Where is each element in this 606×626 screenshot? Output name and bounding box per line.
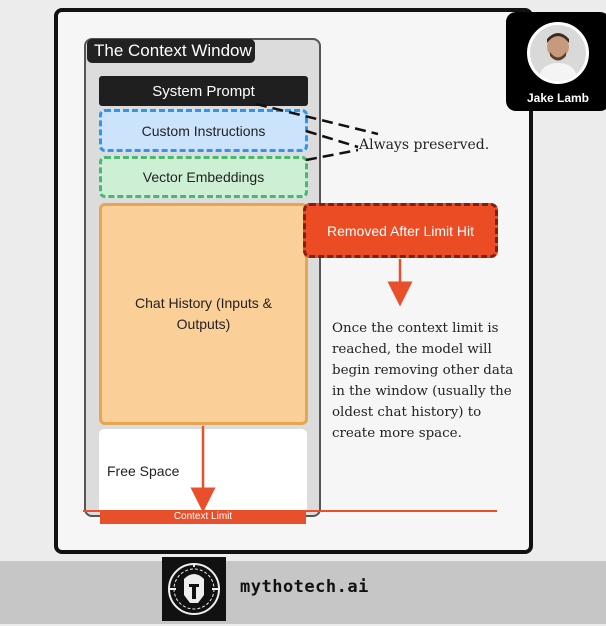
- custom-instructions-block: Custom Instructions: [99, 109, 308, 152]
- footer-band: [0, 561, 606, 624]
- chat-history-block: Chat History (Inputs & Outputs): [99, 203, 308, 425]
- context-limit-label: Context Limit: [100, 510, 306, 524]
- avatar: [527, 22, 589, 84]
- helmet-logo-icon: [162, 557, 226, 621]
- always-preserved-note: Always preserved.: [359, 137, 490, 153]
- brand-logo: [162, 557, 226, 621]
- brand-name: mythotech.ai: [240, 577, 369, 597]
- person-icon: [530, 25, 586, 81]
- removed-after-limit-box: Removed After Limit Hit: [303, 203, 498, 258]
- vector-embeddings-block: Vector Embeddings: [99, 156, 308, 198]
- preserved-connectors: [255, 102, 379, 162]
- context-limit-description: Once the context limit is reached, the m…: [332, 321, 514, 441]
- system-prompt-block: System Prompt: [99, 76, 308, 106]
- author-name: Jake Lamb: [526, 91, 590, 105]
- diagram-title: The Context Window: [87, 39, 255, 63]
